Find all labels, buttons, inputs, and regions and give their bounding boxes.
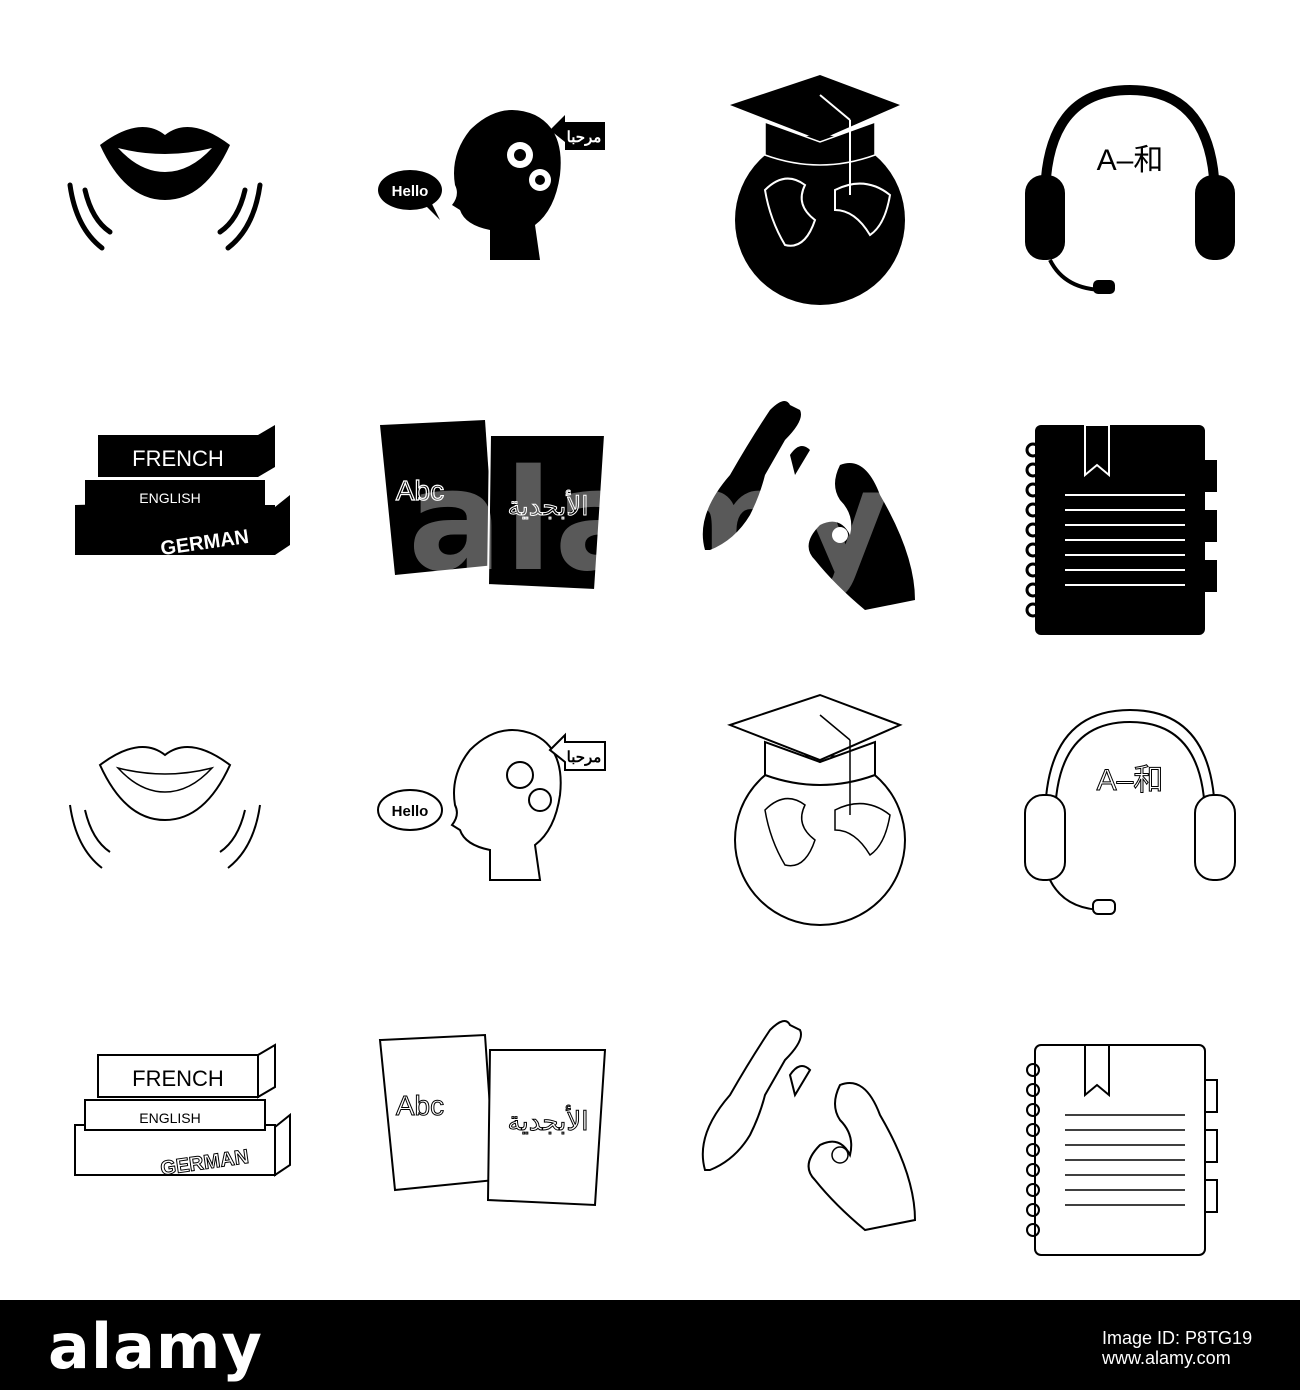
card-abc-text: Abc (396, 475, 444, 506)
hello-bubble-outline-text: Hello (392, 803, 429, 820)
image-id-label: Image ID: (1102, 1328, 1181, 1348)
sign-language-hands-icon (690, 385, 940, 635)
card-arabic-outline-text: الأبجدية (508, 1104, 589, 1136)
sign-language-hands-outline-icon (690, 1005, 940, 1255)
hello-bubble-text: Hello (392, 183, 429, 200)
footer-image-info: Image ID: P8TG19 www.alamy.com (1102, 1328, 1252, 1368)
translation-label-text: A–和 (1097, 144, 1164, 177)
arabic-hello-text: مرحبا (567, 129, 602, 146)
speaking-mouth-outline-icon (40, 680, 290, 930)
language-books-outline-icon: GERMAN ENGLISH FRENCH (60, 1015, 310, 1265)
footer-bar: alamy Image ID: P8TG19 www.alamy.com (0, 1300, 1300, 1390)
notebook-icon (1005, 395, 1255, 645)
book-french-text: FRENCH (132, 446, 224, 471)
translation-label-outline-text: A–和 (1097, 764, 1164, 797)
notebook-outline-icon (1005, 1015, 1255, 1265)
alphabet-cards-icon: Abc الأبجدية (370, 405, 620, 655)
language-books-icon: GERMAN ENGLISH FRENCH (60, 395, 310, 645)
book-english-text: ENGLISH (139, 490, 200, 506)
footer-logo: alamy (48, 1310, 263, 1383)
card-abc-outline-text: Abc (396, 1090, 444, 1121)
arabic-hello-outline-text: مرحبا (567, 749, 602, 766)
speaking-mouth-icon (40, 60, 290, 310)
headphones-translation-icon: A–和 (1005, 60, 1255, 310)
head-thinking-icon: Hello مرحبا (370, 60, 620, 310)
graduation-globe-outline-icon (695, 680, 945, 930)
book-english-outline-text: ENGLISH (139, 1110, 200, 1126)
book-french-outline-text: FRENCH (132, 1066, 224, 1091)
graduation-globe-icon (695, 60, 945, 310)
head-thinking-outline-icon: Hello مرحبا (370, 680, 620, 930)
footer-site: www.alamy.com (1102, 1348, 1231, 1368)
alphabet-cards-outline-icon: Abc الأبجدية (370, 1020, 620, 1270)
image-id: P8TG19 (1185, 1328, 1253, 1348)
card-arabic-text: الأبجدية (508, 489, 589, 521)
headphones-translation-outline-icon: A–和 (1005, 680, 1255, 930)
